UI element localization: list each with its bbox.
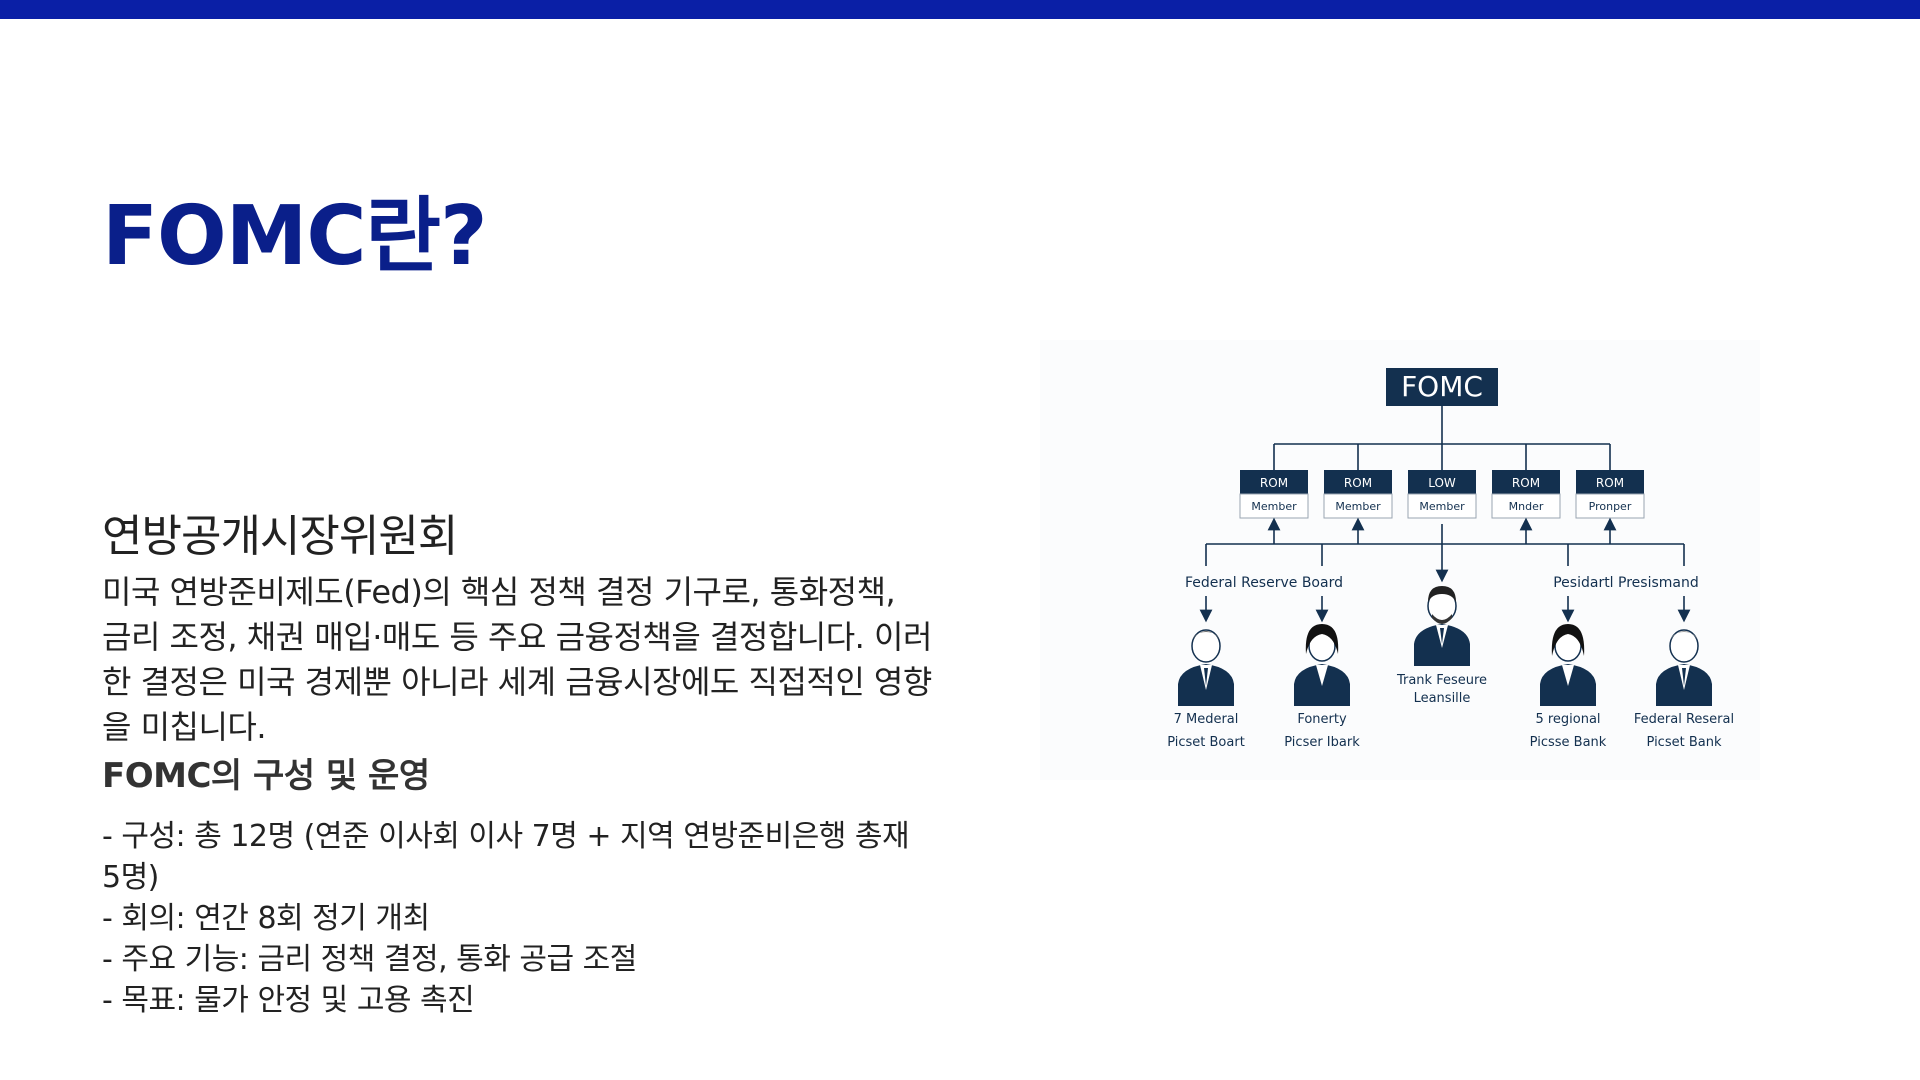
member-box-3-top: LOW	[1428, 476, 1456, 490]
root-label: FOMC	[1401, 370, 1483, 403]
person-3-line1: Trank Feseure	[1396, 673, 1487, 688]
person-5-icon	[1656, 629, 1712, 706]
person-3: Trank Feseure Leansille	[1396, 586, 1487, 706]
person-1-icon	[1178, 629, 1234, 706]
member-box-5-bottom: Pronper	[1589, 500, 1632, 513]
person-4-line1: 5 regional	[1535, 712, 1600, 727]
person-5-line2: Picset Bank	[1647, 735, 1722, 750]
info-item-goals: - 목표: 물가 안정 및 고용 촉진	[102, 983, 475, 1018]
member-box-2: ROM Member	[1323, 470, 1393, 519]
person-3-icon	[1414, 586, 1470, 666]
member-box-1-top: ROM	[1260, 476, 1288, 490]
description-paragraph: 미국 연방준비제도(Fed)의 핵심 정책 결정 기구로, 통화정책, 금리 조…	[102, 573, 932, 746]
person-2-line1: Fonerty	[1297, 712, 1347, 727]
member-box-4-top: ROM	[1512, 476, 1540, 490]
bottom-connectors	[1199, 517, 1691, 623]
person-5: Federal Reseral Picset Bank	[1634, 629, 1734, 750]
person-4-line2: Picsse Bank	[1530, 735, 1607, 750]
person-2-line2: Picser Ibark	[1284, 735, 1360, 750]
person-2-icon	[1294, 624, 1350, 706]
fomc-org-diagram: FOMC ROM Member ROM	[1040, 340, 1760, 780]
section-heading: FOMC의 구성 및 운영	[102, 756, 430, 796]
org-chart-svg: FOMC ROM Member ROM	[1167, 368, 1734, 750]
person-1-line2: Picset Boart	[1167, 735, 1245, 750]
slide-subtitle: 연방공개시장위원회	[102, 511, 458, 562]
person-1: 7 Mederal Picset Boart	[1167, 629, 1245, 750]
info-list: - 구성: 총 12명 (연준 이사회 이사 7명 + 지역 연방준비은행 총재…	[102, 816, 932, 1021]
person-3-line2: Leansille	[1414, 691, 1471, 706]
person-5-line1: Federal Reseral	[1634, 712, 1734, 727]
member-box-3: LOW Member	[1407, 470, 1477, 519]
person-4-icon	[1540, 624, 1596, 706]
person-2: Fonerty Picser Ibark	[1284, 624, 1360, 750]
member-box-1-bottom: Member	[1251, 500, 1297, 513]
member-box-3-bottom: Member	[1419, 500, 1465, 513]
top-accent-bar	[0, 0, 1920, 19]
member-box-5: ROM Pronper	[1575, 470, 1645, 519]
member-box-5-top: ROM	[1596, 476, 1624, 490]
group-label-right: Pesidartl Presismand	[1553, 575, 1699, 591]
person-4: 5 regional Picsse Bank	[1530, 624, 1607, 750]
info-item-composition: - 구성: 총 12명 (연준 이사회 이사 7명 + 지역 연방준비은행 총재…	[102, 819, 910, 895]
group-label-left: Federal Reserve Board	[1185, 575, 1343, 591]
member-box-2-bottom: Member	[1335, 500, 1381, 513]
person-1-line1: 7 Mederal	[1174, 712, 1239, 727]
member-box-2-top: ROM	[1344, 476, 1372, 490]
member-box-4: ROM Mnder	[1491, 470, 1561, 519]
top-connectors	[1273, 406, 1611, 470]
info-item-functions: - 주요 기능: 금리 정책 결정, 통화 공급 조절	[102, 942, 637, 977]
info-item-meetings: - 회의: 연간 8회 정기 개최	[102, 901, 430, 936]
root-node: FOMC	[1386, 368, 1498, 406]
member-box-4-bottom: Mnder	[1509, 500, 1544, 513]
member-box-1: ROM Member	[1239, 470, 1309, 519]
slide-title: FOMC란?	[102, 189, 488, 284]
